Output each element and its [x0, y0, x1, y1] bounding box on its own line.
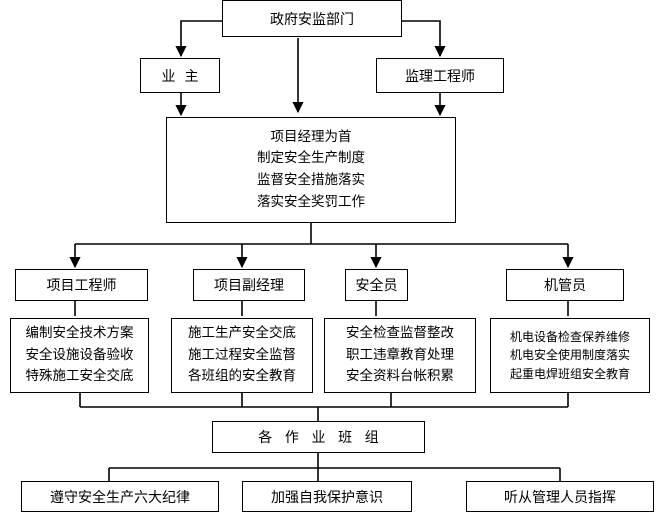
connector-top-owner: [175, 20, 222, 58]
duty-item: 职工违章教育处理: [346, 346, 454, 363]
owner-label: 业 主: [161, 68, 199, 85]
role-deputy-manager-box: 项目副经理: [193, 269, 305, 301]
manager-line: 项目经理为首: [270, 128, 352, 145]
work-teams-box: 各作业班组: [212, 421, 425, 453]
supervisor-label: 监理工程师: [405, 68, 475, 85]
duties-deputy-manager: 施工生产安全交底 施工过程安全监督 各班组的安全教育: [171, 318, 313, 393]
role-title: 项目工程师: [46, 278, 117, 294]
duty-item: 安全检查监督整改: [346, 325, 454, 342]
supervisor-box: 监理工程师: [376, 58, 504, 93]
duty-item: 机电安全使用制度落实: [509, 348, 630, 363]
owner-box: 业 主: [140, 58, 220, 93]
role-project-engineer-box: 项目工程师: [15, 269, 148, 301]
government-safety-dept-label: 政府安监部门: [270, 11, 354, 28]
duty-item: 机电设备检查保养维修: [509, 329, 630, 344]
government-safety-dept-box: 政府安监部门: [222, 0, 402, 37]
manager-line: 落实安全奖罚工作: [257, 193, 365, 210]
connector-top-supervisor: [402, 20, 446, 58]
duty-item: 施工过程安全监督: [188, 346, 296, 363]
role-title: 安全员: [355, 278, 398, 294]
project-manager-box: 项目经理为首 制定安全生产制度 监督安全措施落实 落实安全奖罚工作: [166, 117, 456, 223]
outcome-label: 听从管理人员指挥: [504, 489, 616, 506]
duties-machine-manager: 机电设备检查保养维修 机电安全使用制度落实 起重电焊班组安全教育: [490, 318, 650, 393]
duties-safety-officer: 安全检查监督整改 职工违章教育处理 安全资料台帐积累: [324, 318, 476, 393]
duty-item: 安全资料台帐积累: [346, 368, 454, 385]
duty-item: 施工生产安全交底: [188, 325, 296, 342]
role-safety-officer-box: 安全员: [345, 269, 408, 301]
work-teams-label: 各作业班组: [258, 430, 392, 446]
duties-project-engineer: 编制安全技术方案 安全设施设备验收 特殊施工安全交底: [10, 318, 149, 393]
manager-line: 监督安全措施落实: [257, 172, 365, 188]
duty-item: 起重电焊班组安全教育: [509, 366, 630, 381]
duty-item: 各班组的安全教育: [188, 368, 296, 385]
duty-item: 编制安全技术方案: [25, 325, 134, 342]
outcome-label: 遵守安全生产六大纪律: [50, 489, 190, 506]
manager-line: 制定安全生产制度: [257, 150, 365, 167]
outcome-label: 加强自我保护意识: [271, 489, 383, 506]
role-title: 项目副经理: [214, 278, 284, 294]
outcome-self-protection-box: 加强自我保护意识: [242, 481, 412, 512]
duty-item: 安全设施设备验收: [25, 346, 134, 363]
duty-item: 特殊施工安全交底: [25, 368, 134, 385]
outcome-discipline-box: 遵守安全生产六大纪律: [21, 481, 219, 512]
role-title: 机管员: [544, 278, 586, 294]
outcome-follow-instructions-box: 听从管理人员指挥: [466, 481, 654, 512]
role-machine-manager-box: 机管员: [506, 269, 624, 301]
